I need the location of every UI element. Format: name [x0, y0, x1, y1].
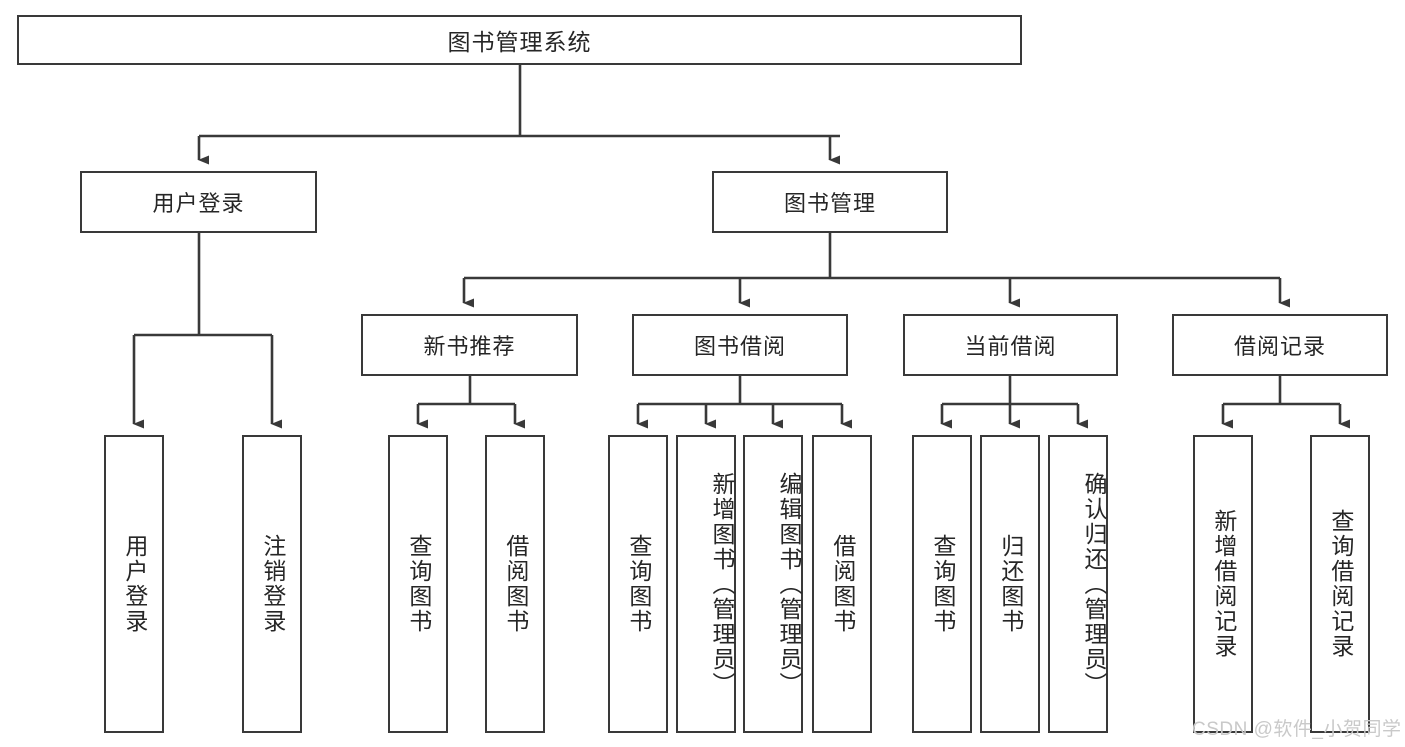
node-user-login[interactable]: 用户登录	[80, 171, 317, 233]
leaf-add-book-admin[interactable]: 新增图书（管理员）	[676, 435, 736, 733]
node-label: 借阅记录	[1233, 334, 1326, 359]
leaf-query-book-recommend[interactable]: 查询图书	[388, 435, 448, 733]
node-label: 查询图书	[929, 534, 956, 634]
leaf-query-borrow-record[interactable]: 查询借阅记录	[1310, 435, 1370, 733]
watermark-text: CSDN @软件_小贺同学	[1192, 719, 1402, 740]
leaf-add-borrow-record[interactable]: 新增借阅记录	[1193, 435, 1253, 733]
node-label: 确认归还（管理员）	[1081, 471, 1107, 697]
node-label: 当前借阅	[964, 334, 1057, 359]
leaf-borrow-book-recommend[interactable]: 借阅图书	[485, 435, 545, 733]
node-label: 图书管理	[783, 191, 876, 216]
node-label: 图书管理系统	[447, 29, 592, 55]
node-label: 用户登录	[152, 191, 245, 216]
node-label: 查询图书	[625, 534, 652, 634]
node-new-book-recommend[interactable]: 新书推荐	[361, 314, 578, 376]
node-label: 注销登录	[259, 534, 286, 634]
node-root-system[interactable]: 图书管理系统	[17, 15, 1022, 65]
node-label: 借阅图书	[502, 534, 529, 634]
node-label: 图书借阅	[693, 334, 786, 359]
leaf-user-logout[interactable]: 注销登录	[242, 435, 302, 733]
node-current-borrow[interactable]: 当前借阅	[903, 314, 1118, 376]
leaf-user-login[interactable]: 用户登录	[104, 435, 164, 733]
node-label: 新增图书（管理员）	[709, 471, 735, 697]
node-label: 查询借阅记录	[1327, 509, 1354, 659]
node-book-borrow[interactable]: 图书借阅	[632, 314, 848, 376]
node-label: 新增借阅记录	[1210, 509, 1237, 659]
leaf-confirm-return-admin[interactable]: 确认归还（管理员）	[1048, 435, 1108, 733]
node-label: 归还图书	[997, 534, 1024, 634]
leaf-return-book[interactable]: 归还图书	[980, 435, 1040, 733]
leaf-query-book-borrow[interactable]: 查询图书	[608, 435, 668, 733]
node-label: 用户登录	[121, 534, 148, 634]
node-label: 借阅图书	[829, 534, 856, 634]
node-borrow-record[interactable]: 借阅记录	[1172, 314, 1388, 376]
node-label: 编辑图书（管理员）	[776, 471, 802, 697]
leaf-borrow-book[interactable]: 借阅图书	[812, 435, 872, 733]
leaf-edit-book-admin[interactable]: 编辑图书（管理员）	[743, 435, 803, 733]
node-book-management[interactable]: 图书管理	[712, 171, 948, 233]
leaf-query-book-current[interactable]: 查询图书	[912, 435, 972, 733]
node-label: 新书推荐	[423, 334, 516, 359]
node-label: 查询图书	[405, 534, 432, 634]
